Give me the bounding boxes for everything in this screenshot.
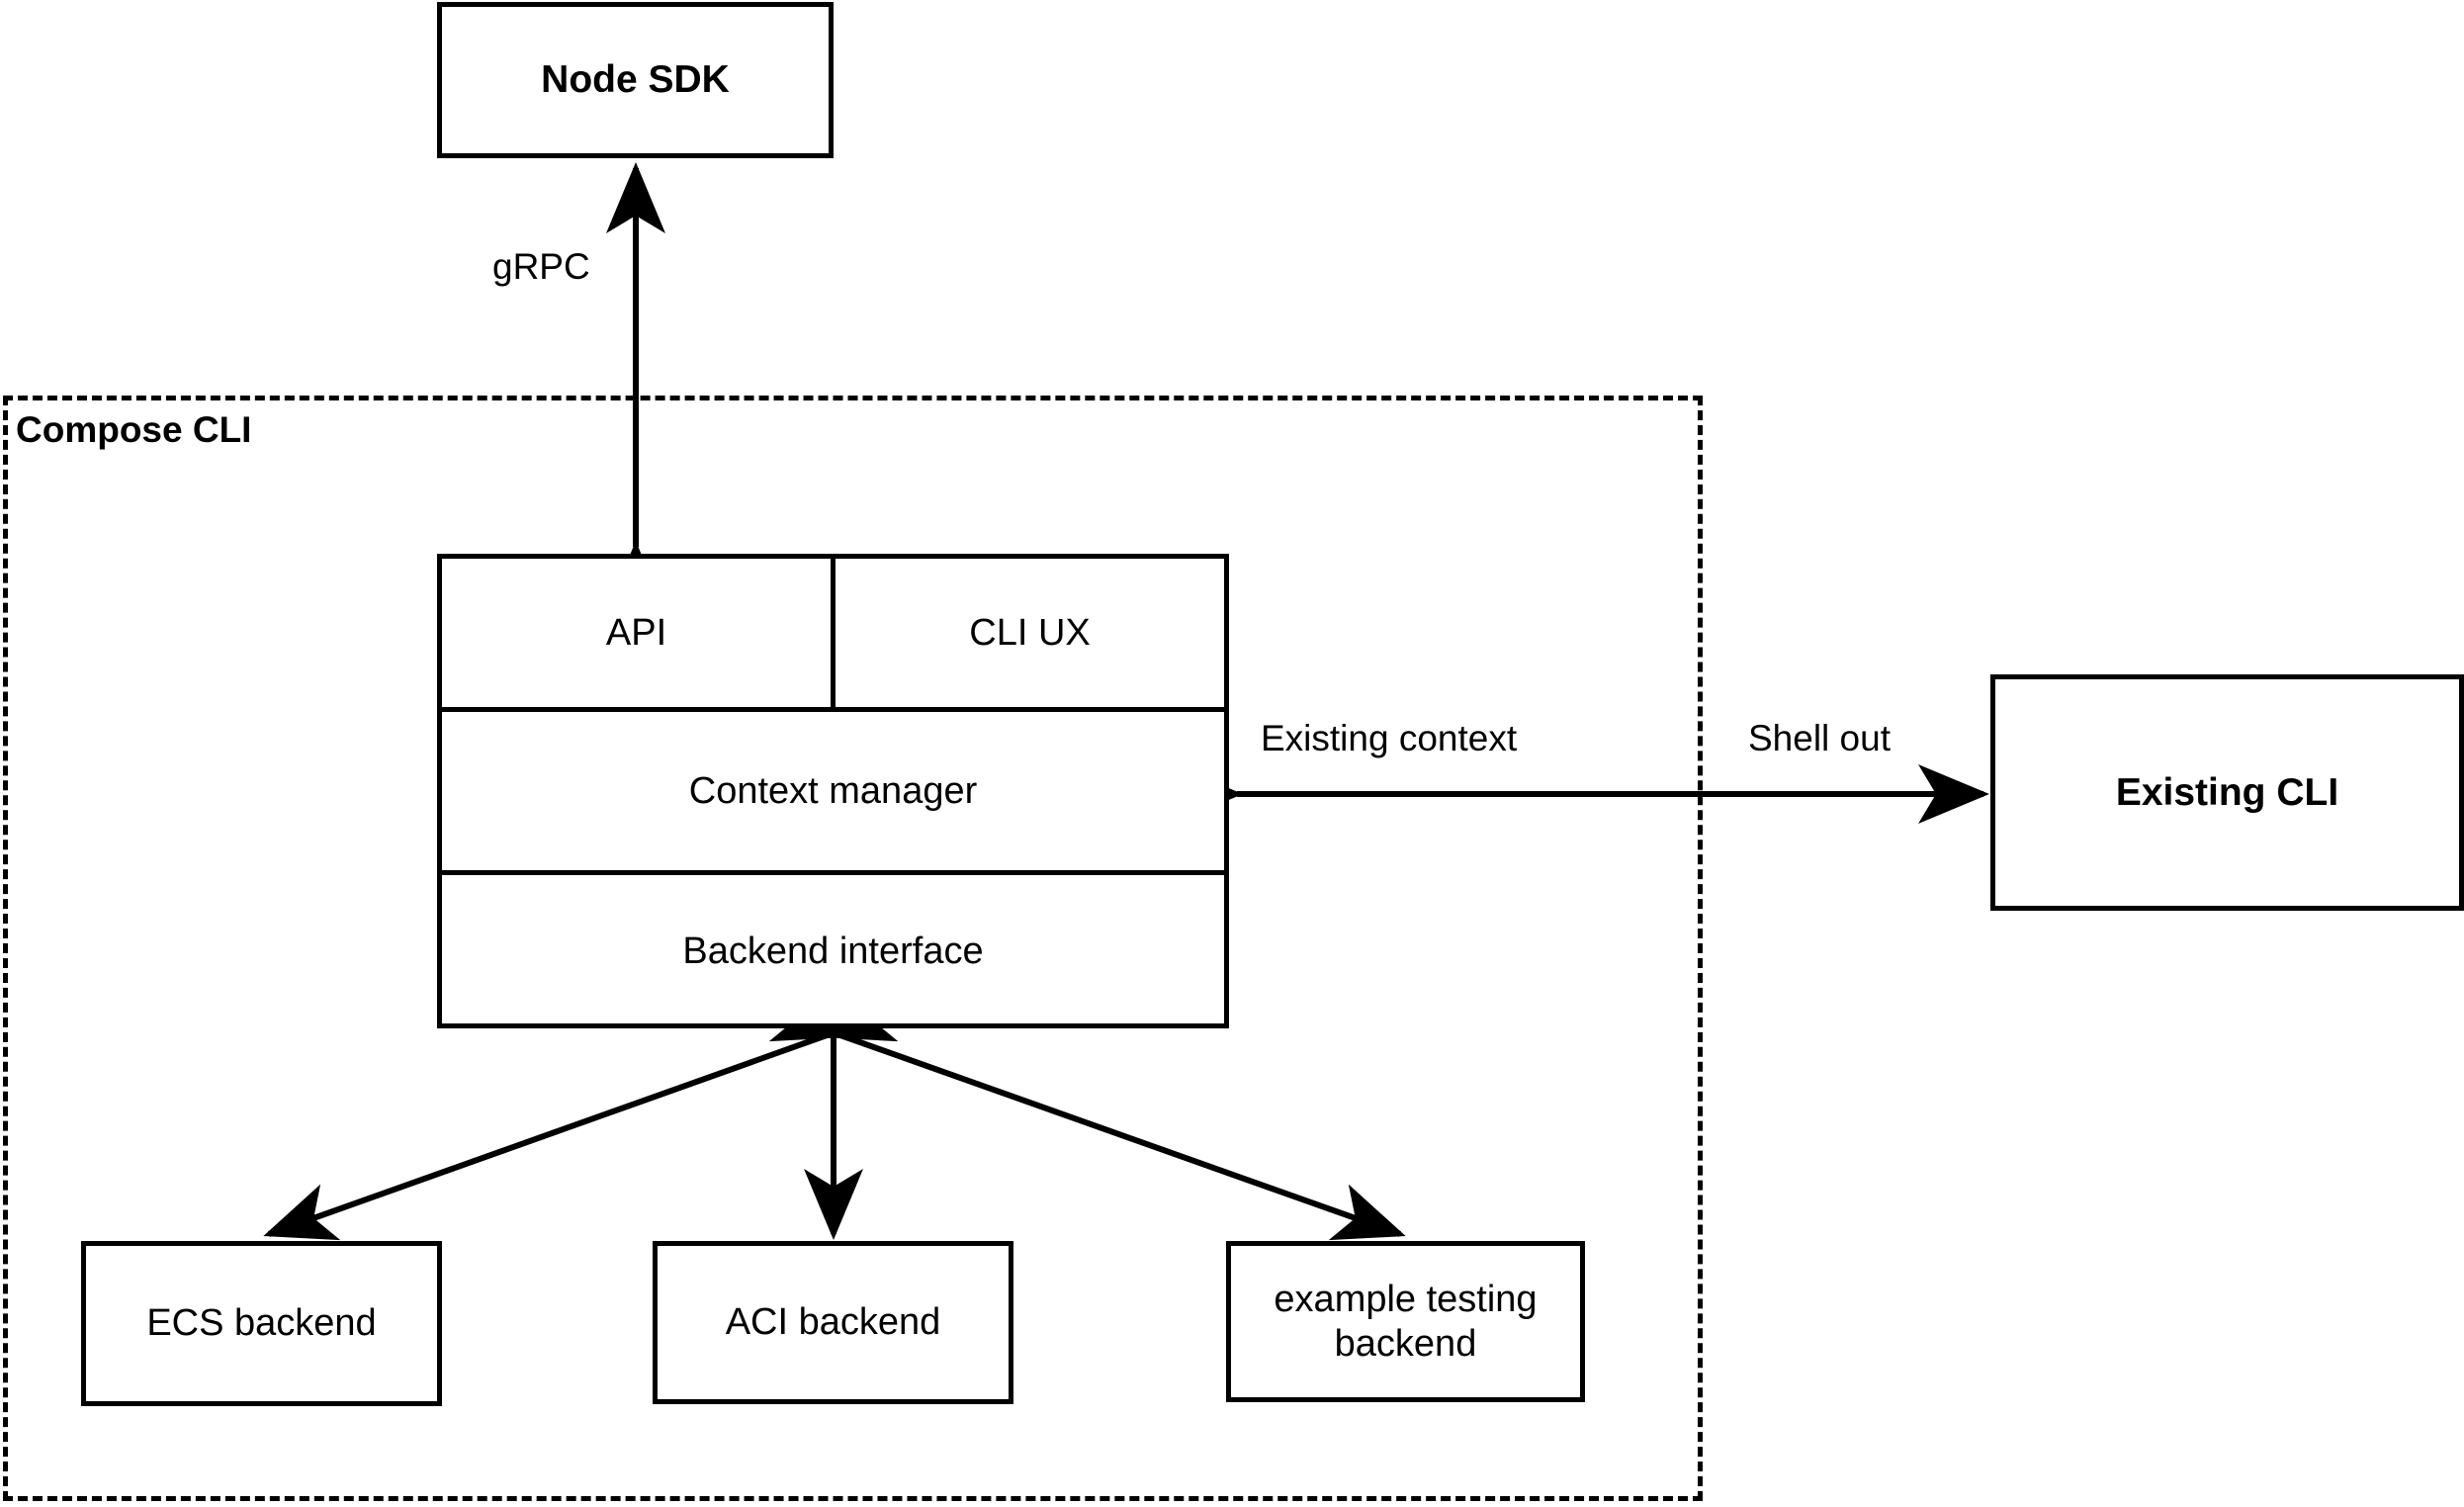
api-box[interactable]: API bbox=[442, 559, 836, 707]
compose-cli-core-stack: API CLI UX Context manager Backend inter… bbox=[437, 554, 1229, 1028]
existing-cli-box[interactable]: Existing CLI bbox=[1990, 674, 2464, 911]
context-manager-box[interactable]: Context manager bbox=[442, 712, 1224, 875]
existing-cli-label: Existing CLI bbox=[2115, 770, 2339, 814]
node-sdk-label: Node SDK bbox=[541, 58, 730, 102]
aci-backend-box[interactable]: ACI backend bbox=[653, 1241, 1013, 1404]
grpc-edge-label: gRPC bbox=[492, 246, 590, 287]
context-manager-label: Context manager bbox=[688, 769, 978, 812]
connector-backend-ecs bbox=[263, 985, 899, 1241]
backend-interface-box[interactable]: Backend interface bbox=[442, 875, 1224, 1028]
aci-backend-label: ACI backend bbox=[725, 1301, 941, 1344]
ecs-backend-box[interactable]: ECS backend bbox=[81, 1241, 442, 1406]
cli-ux-box[interactable]: CLI UX bbox=[836, 559, 1224, 707]
shell-out-edge-label: Shell out bbox=[1748, 718, 1891, 758]
existing-context-edge-label: Existing context bbox=[1261, 718, 1518, 758]
node-sdk-box[interactable]: Node SDK bbox=[437, 2, 834, 158]
example-testing-backend-box[interactable]: example testing backend bbox=[1226, 1241, 1585, 1402]
compose-cli-boundary-label: Compose CLI bbox=[16, 409, 252, 450]
example-testing-backend-label: example testing backend bbox=[1274, 1279, 1538, 1365]
backend-interface-label: Backend interface bbox=[682, 931, 984, 972]
connector-backend-example bbox=[768, 985, 1406, 1241]
compose-cli-boundary bbox=[3, 396, 1703, 1501]
api-cliux-row: API CLI UX bbox=[442, 559, 1224, 712]
ecs-backend-label: ECS backend bbox=[146, 1302, 377, 1345]
api-label: API bbox=[605, 611, 667, 654]
cli-ux-label: CLI UX bbox=[969, 611, 1091, 654]
